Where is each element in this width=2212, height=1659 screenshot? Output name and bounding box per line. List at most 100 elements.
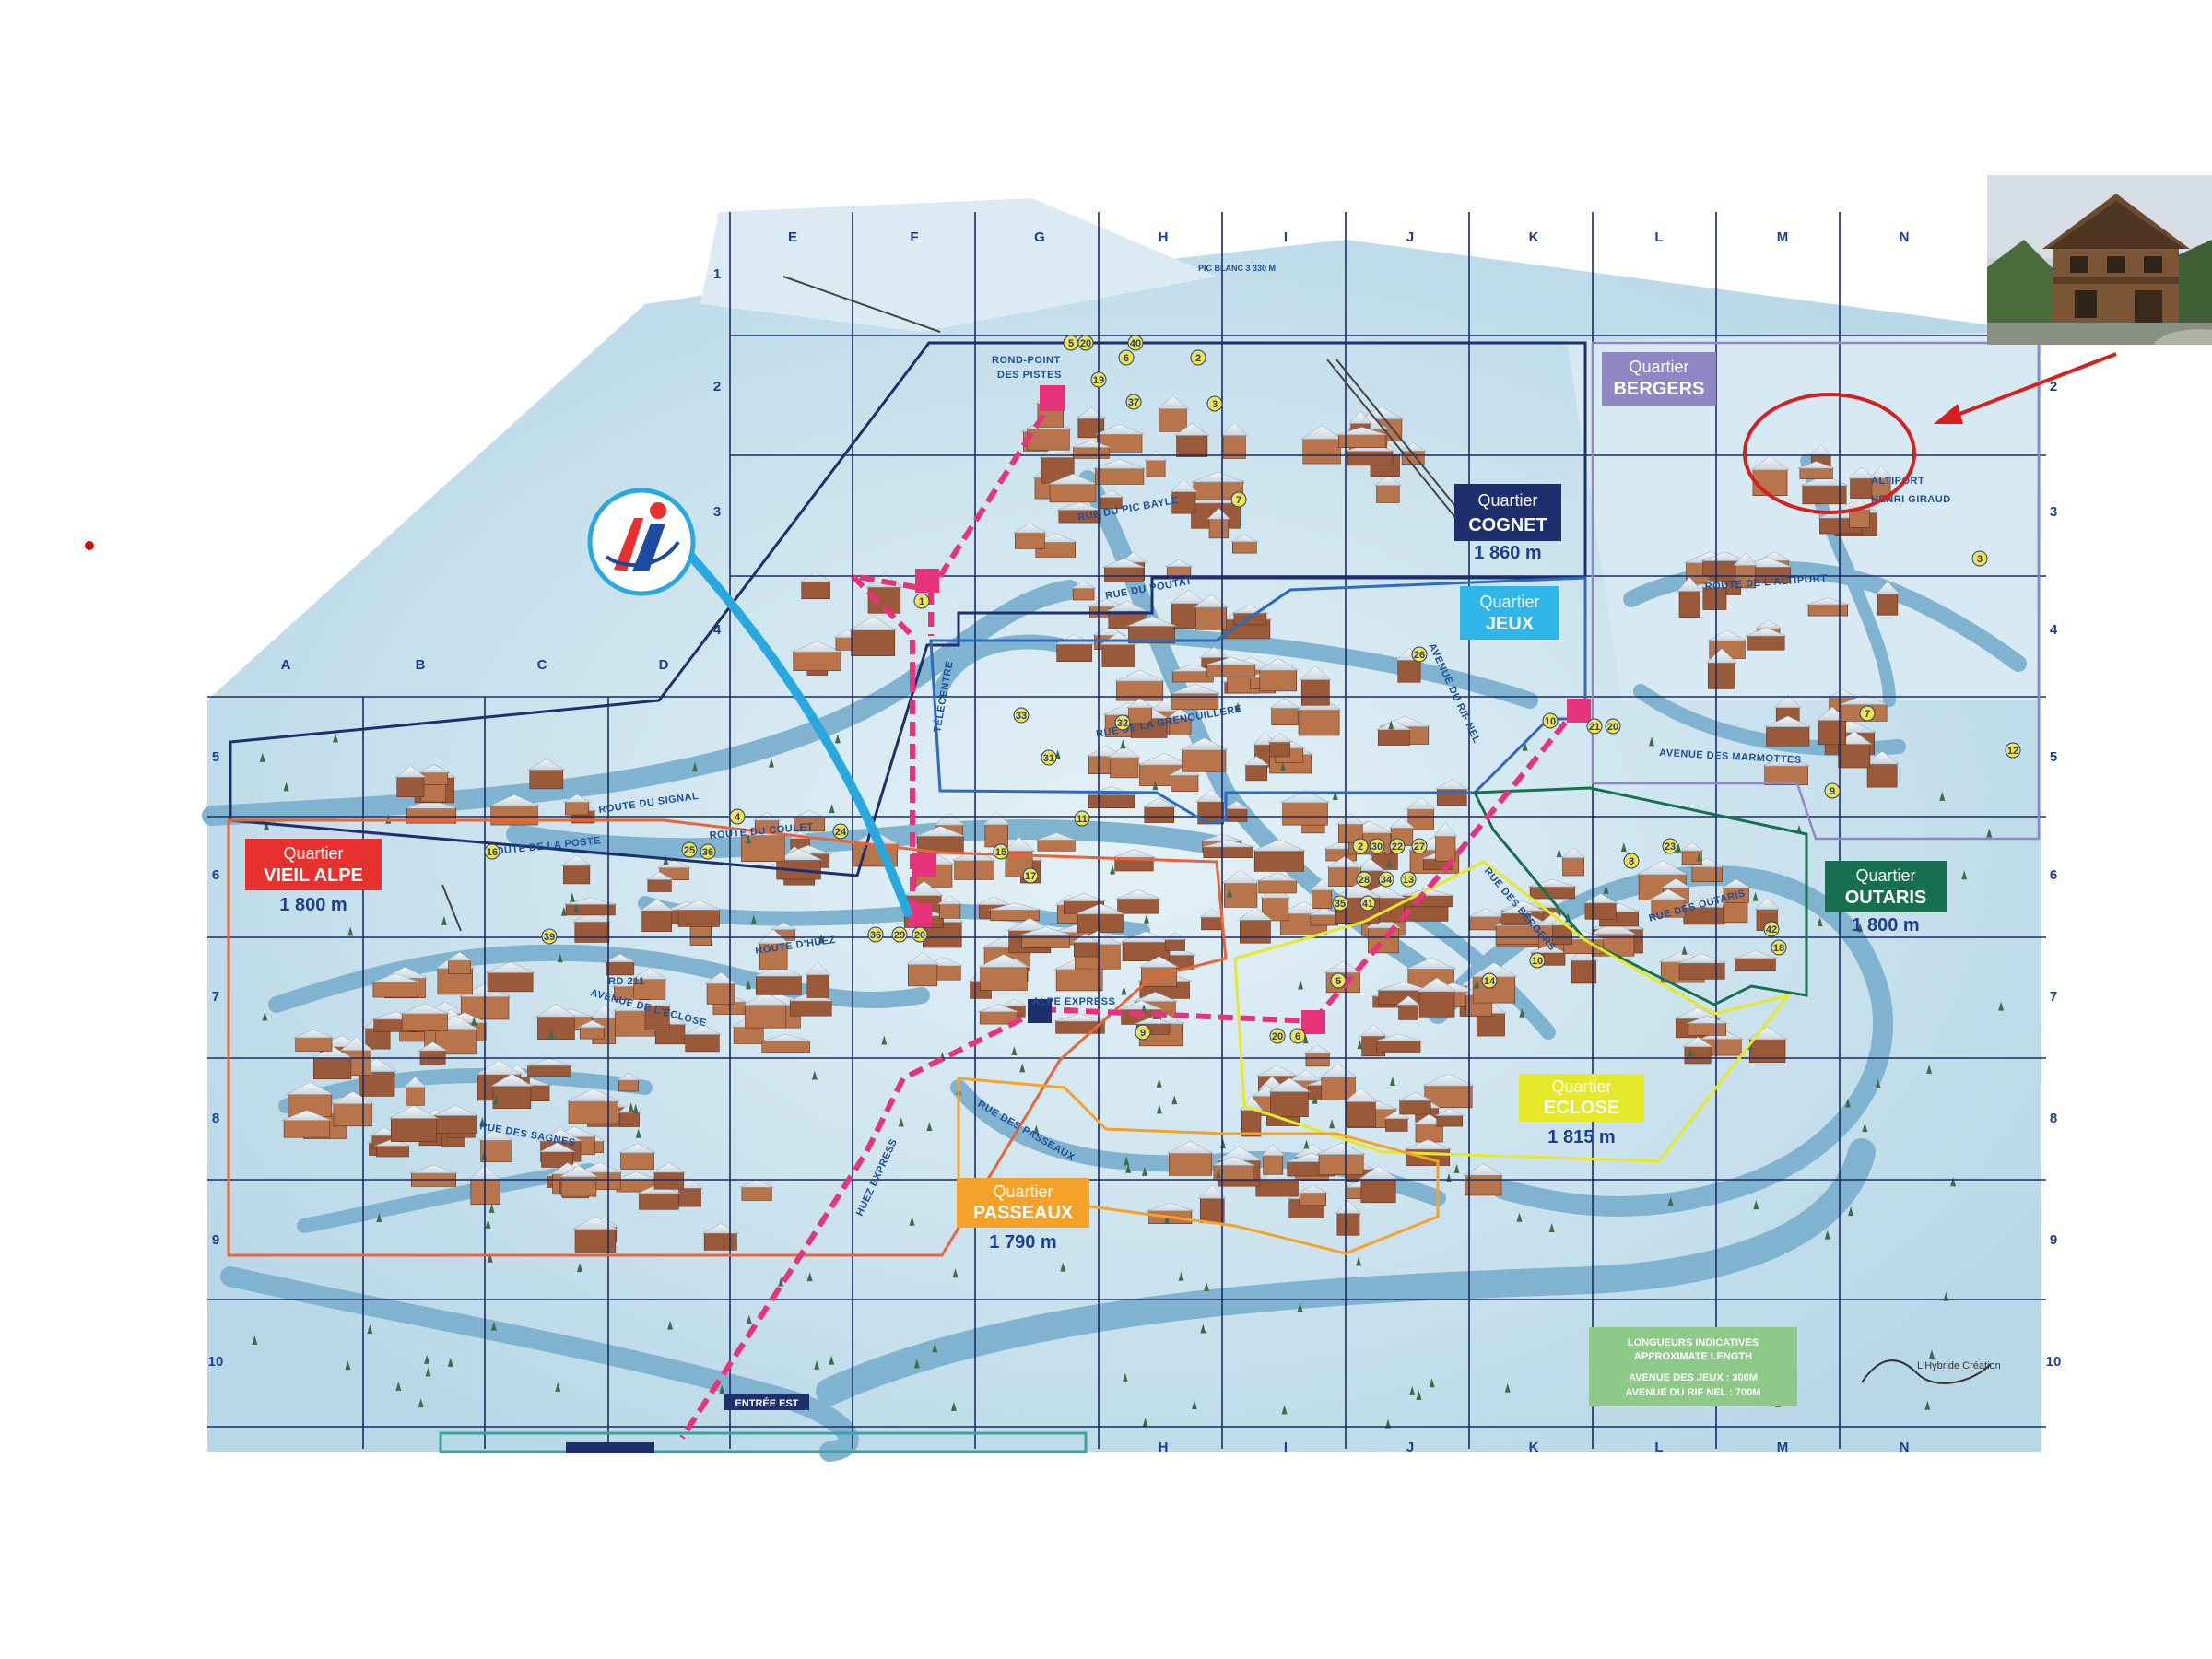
row-label-right: 8 <box>2050 1111 2057 1126</box>
svg-text:ENTRÉE EST: ENTRÉE EST <box>735 1397 798 1409</box>
poi-marker: 4 <box>729 808 746 825</box>
svg-text:Quartier: Quartier <box>1477 491 1537 510</box>
poi-marker: 10 <box>1529 952 1546 969</box>
poi-marker: 3 <box>1206 395 1223 412</box>
row-label-left: 5 <box>212 749 219 765</box>
svg-text:22: 22 <box>1392 841 1403 853</box>
poi-marker: 17 <box>1022 867 1039 884</box>
col-label-left: A <box>281 657 291 673</box>
svg-text:12: 12 <box>2007 746 2018 757</box>
poi-marker: 14 <box>1481 972 1498 989</box>
poi-marker: 10 <box>1542 712 1559 729</box>
poi-marker: 36 <box>700 843 716 860</box>
svg-text:1 800 m: 1 800 m <box>1852 915 1919 935</box>
poi-marker: 31 <box>1041 749 1057 766</box>
poi-marker: 26 <box>1411 646 1428 663</box>
svg-text:APPROXIMATE LENGTH: APPROXIMATE LENGTH <box>1634 1351 1752 1362</box>
svg-text:14: 14 <box>1484 976 1496 987</box>
svg-text:OUTARIS: OUTARIS <box>1845 888 1927 908</box>
poi-marker: 41 <box>1359 895 1376 912</box>
label-altiport: ALTIPORT <box>1871 476 1924 487</box>
poi-marker: 2 <box>1190 349 1206 366</box>
svg-text:3: 3 <box>1212 399 1218 410</box>
row-label-left: 2 <box>713 379 721 394</box>
svg-text:5: 5 <box>1068 338 1074 349</box>
svg-text:23: 23 <box>1665 841 1676 853</box>
col-label-bottom: N <box>1900 1440 1910 1455</box>
col-label-top: H <box>1159 229 1169 245</box>
poi-marker: 8 <box>1623 853 1640 869</box>
row-label-left: 7 <box>212 989 219 1005</box>
poi-marker: 25 <box>681 841 698 858</box>
district-label-eclose: Quartier ECLOSE 1 815 m <box>1519 1074 1644 1147</box>
svg-text:Quartier: Quartier <box>1479 593 1539 611</box>
poi-marker: 20 <box>1077 335 1094 351</box>
svg-text:39: 39 <box>544 932 555 943</box>
svg-text:17: 17 <box>1025 871 1036 882</box>
map-bottom-box <box>566 1442 654 1453</box>
svg-text:7: 7 <box>1236 495 1241 506</box>
col-label-bottom: L <box>1654 1440 1663 1455</box>
svg-text:26: 26 <box>1414 650 1425 661</box>
length-legend: LONGUEURS INDICATIVES APPROXIMATE LENGTH… <box>1589 1327 1797 1406</box>
poi-marker: 29 <box>891 926 908 943</box>
svg-text:35: 35 <box>1335 899 1346 910</box>
row-label-left: 6 <box>212 867 219 883</box>
svg-text:Quartier: Quartier <box>1855 866 1915 885</box>
svg-text:7: 7 <box>1865 709 1870 720</box>
poi-marker: 5 <box>1063 335 1079 351</box>
col-label-top: L <box>1654 229 1663 245</box>
poi-marker: 34 <box>1378 871 1394 888</box>
svg-text:4: 4 <box>735 812 741 823</box>
col-label-top: N <box>1900 229 1910 245</box>
map-credit: L'Hybride Création <box>1861 1359 2001 1384</box>
label-pic-blanc: PIC BLANC 3 330 M <box>1198 264 1276 273</box>
svg-text:L'Hybride Création: L'Hybride Création <box>1917 1360 2001 1371</box>
svg-text:PASSEAUX: PASSEAUX <box>973 1203 1074 1223</box>
svg-text:1 790 m: 1 790 m <box>989 1232 1056 1253</box>
svg-text:34: 34 <box>1381 875 1393 886</box>
district-label-jeux: Quartier JEUX <box>1460 586 1559 640</box>
svg-text:9: 9 <box>1140 1028 1146 1039</box>
district-label-cognet: Quartier COGNET 1 860 m <box>1454 484 1561 563</box>
svg-text:Quartier: Quartier <box>283 844 343 863</box>
poi-marker: 6 <box>1118 349 1135 366</box>
poi-marker: 15 <box>993 843 1009 860</box>
col-label-left: D <box>659 657 669 673</box>
svg-text:1: 1 <box>919 596 924 607</box>
poi-marker: 19 <box>1090 371 1107 388</box>
svg-text:8: 8 <box>1629 856 1634 867</box>
poi-marker: 7 <box>1859 705 1876 722</box>
map-bottom-strip <box>439 1431 1088 1453</box>
district-label-vieil-alpe: Quartier VIEIL ALPE 1 800 m <box>245 839 382 915</box>
svg-text:5: 5 <box>1335 976 1341 987</box>
outaris-boundary <box>1472 786 1808 1006</box>
row-label-left: 9 <box>212 1232 219 1248</box>
row-label-right: 4 <box>2050 622 2058 638</box>
svg-text:33: 33 <box>1016 711 1027 722</box>
ski-lifts <box>679 394 1579 1440</box>
svg-text:20: 20 <box>914 930 925 941</box>
passeaux-boundary <box>957 1077 1440 1255</box>
row-label-left: 10 <box>208 1354 224 1370</box>
poi-marker: 36 <box>867 926 884 943</box>
red-dot <box>85 541 94 550</box>
svg-text:29: 29 <box>894 930 905 941</box>
red-arrow-icon <box>1934 352 2117 424</box>
tourist-info-icon <box>587 488 696 596</box>
poi-marker: 22 <box>1389 838 1406 854</box>
svg-text:COGNET: COGNET <box>1468 515 1547 535</box>
svg-text:AVENUE DU RIF NEL : 700M: AVENUE DU RIF NEL : 700M <box>1626 1387 1761 1398</box>
poi-marker: 20 <box>912 926 928 943</box>
svg-text:25: 25 <box>684 845 695 856</box>
col-label-top: E <box>788 229 797 245</box>
poi-marker: 39 <box>541 928 558 945</box>
svg-text:3: 3 <box>1977 554 1983 565</box>
svg-text:VIEIL ALPE: VIEIL ALPE <box>264 865 363 886</box>
svg-text:9: 9 <box>1830 786 1835 797</box>
poi-marker: 7 <box>1230 491 1247 508</box>
poi-marker: 18 <box>1771 939 1787 956</box>
svg-text:BERGERS: BERGERS <box>1614 379 1705 399</box>
